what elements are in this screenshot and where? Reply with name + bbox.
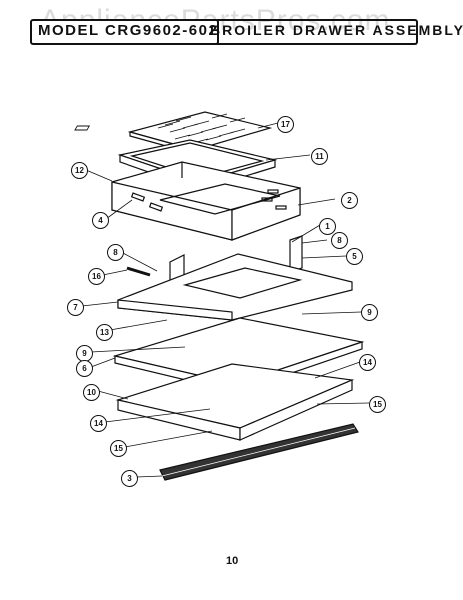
model-label: MODEL CRG9602-602 [38, 22, 219, 39]
callout-12: 12 [71, 162, 88, 179]
callout-14: 14 [90, 415, 107, 432]
drawer-trim [159, 423, 359, 481]
callout-6: 6 [76, 360, 93, 377]
drawer-front [115, 363, 355, 441]
callout-2: 2 [341, 192, 358, 209]
callout-15: 15 [369, 396, 386, 413]
callout-3: 3 [121, 470, 138, 487]
drawer-body [111, 161, 301, 241]
callout-14: 14 [359, 354, 376, 371]
callout-8: 8 [107, 244, 124, 261]
callout-1: 1 [319, 218, 336, 235]
callout-17: 17 [277, 116, 294, 133]
callout-8: 8 [331, 232, 348, 249]
callout-4: 4 [92, 212, 109, 229]
model-box [30, 19, 219, 45]
callout-11: 11 [311, 148, 328, 165]
callout-13: 13 [96, 324, 113, 341]
callout-16: 16 [88, 268, 105, 285]
callout-15: 15 [110, 440, 127, 457]
callout-5: 5 [346, 248, 363, 265]
diagram-title: BROILER DRAWER ASSEMBLY [210, 22, 463, 38]
screw-16 [126, 266, 151, 277]
callout-10: 10 [83, 384, 100, 401]
callout-7: 7 [67, 299, 84, 316]
title-box [206, 19, 418, 45]
callout-9: 9 [361, 304, 378, 321]
page-number: 10 [226, 555, 239, 567]
inner-panel [117, 253, 353, 321]
